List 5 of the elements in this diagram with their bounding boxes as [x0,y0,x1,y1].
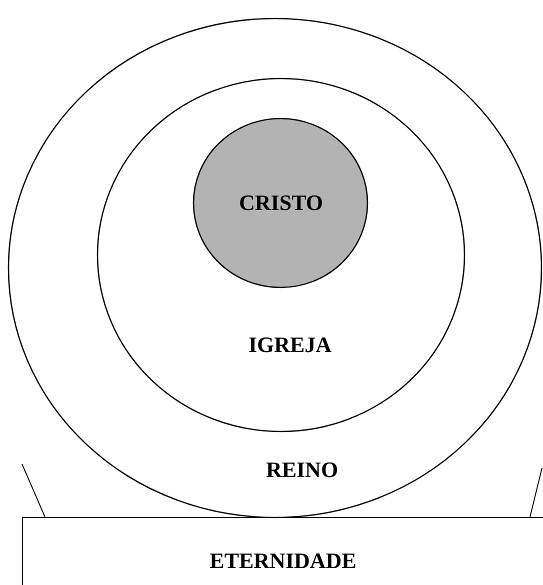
label: REINO [266,459,338,481]
band [22,517,543,585]
label: IGREJA [248,334,332,356]
label: CRISTO [239,192,323,214]
label: ETERNIDADE [210,550,356,572]
